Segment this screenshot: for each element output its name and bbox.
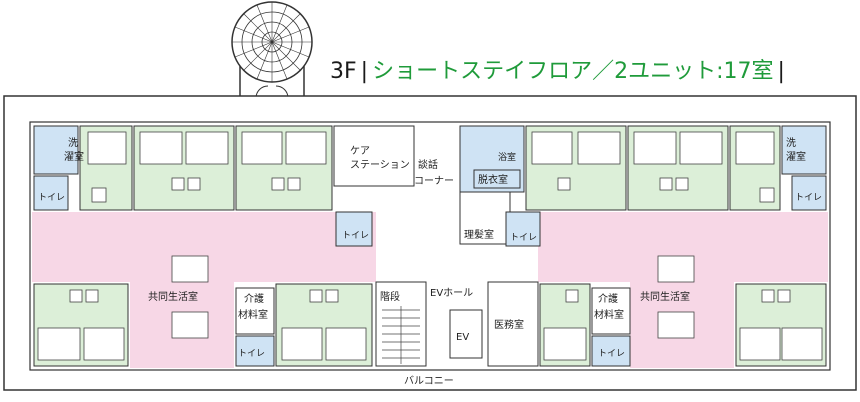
toilet-center-label: トイレ	[342, 231, 369, 241]
care-station-label-1: ケア	[350, 145, 370, 157]
toilet-upper-left-label: トイレ	[38, 193, 65, 203]
care-material-left-label-1: 介護	[244, 292, 264, 305]
toilet-barber	[505, 211, 541, 247]
title-separator: |	[360, 59, 369, 84]
title-end-separator: |	[777, 59, 785, 84]
floor-number: 3F	[330, 59, 357, 84]
medical-label: 医務室	[494, 318, 524, 331]
spiral-stair-icon	[231, 1, 313, 99]
dressing-room	[473, 169, 521, 189]
laundry-right-label-1: 洗	[786, 137, 796, 149]
ev-label: EV	[456, 332, 469, 343]
toilet-lower-left-label: トイレ	[238, 349, 265, 359]
dressing-label: 脱衣室	[478, 173, 508, 186]
care-material-right-label-1: 介護	[598, 292, 618, 305]
stairs-label: 階段	[380, 290, 400, 303]
floor-title: 3F|ショートステイフロア／2ユニット:17室|	[330, 58, 789, 86]
care-material-left-label-2: 材料室	[238, 308, 268, 321]
toilet-upper-left	[33, 175, 69, 211]
beds-upper-left	[87, 131, 327, 203]
care-station	[333, 125, 415, 187]
tables-right	[657, 255, 695, 339]
lounge-label-1: 談話	[418, 158, 438, 171]
elevator	[449, 309, 483, 359]
medical-room	[487, 281, 539, 367]
balcony-label: バルコニー	[404, 375, 454, 387]
beds-lower-right	[543, 289, 823, 361]
floor-description: ショートステイフロア／2ユニット:17室	[372, 59, 774, 84]
toilet-upper-right	[791, 175, 827, 211]
toilet-barber-label: トイレ	[510, 233, 537, 243]
ev-hall-label: EVホール	[430, 287, 473, 299]
beds-upper-right	[531, 131, 775, 203]
lounge-label-2: コーナー	[414, 175, 454, 187]
toilet-lower-right	[591, 335, 631, 367]
bath-label: 浴室	[498, 151, 516, 163]
care-material-right-label-2: 材料室	[594, 308, 624, 321]
laundry-left-label-1: 洗	[68, 137, 78, 149]
common-room-left-label: 共同生活室	[148, 290, 198, 303]
beds-lower-left	[37, 289, 367, 361]
barber-room	[459, 191, 511, 245]
toilet-center	[335, 211, 373, 247]
laundry-right-label-2: 濯室	[786, 150, 806, 163]
common-room-right-label: 共同生活室	[640, 290, 690, 303]
toilet-upper-right-label: トイレ	[795, 193, 822, 203]
laundry-left-label-2: 濯室	[64, 150, 84, 163]
care-station-label-2: ステーション	[350, 160, 410, 171]
toilet-lower-right-label: トイレ	[598, 349, 625, 359]
tables-left	[171, 255, 209, 339]
care-material-room-left	[235, 287, 275, 335]
care-material-room-right	[591, 287, 631, 335]
stairs-icon	[382, 306, 420, 364]
laundry-room-left	[33, 125, 79, 175]
toilet-lower-left	[235, 335, 275, 367]
laundry-room-right	[781, 125, 827, 175]
barber-label: 理髪室	[464, 228, 494, 241]
